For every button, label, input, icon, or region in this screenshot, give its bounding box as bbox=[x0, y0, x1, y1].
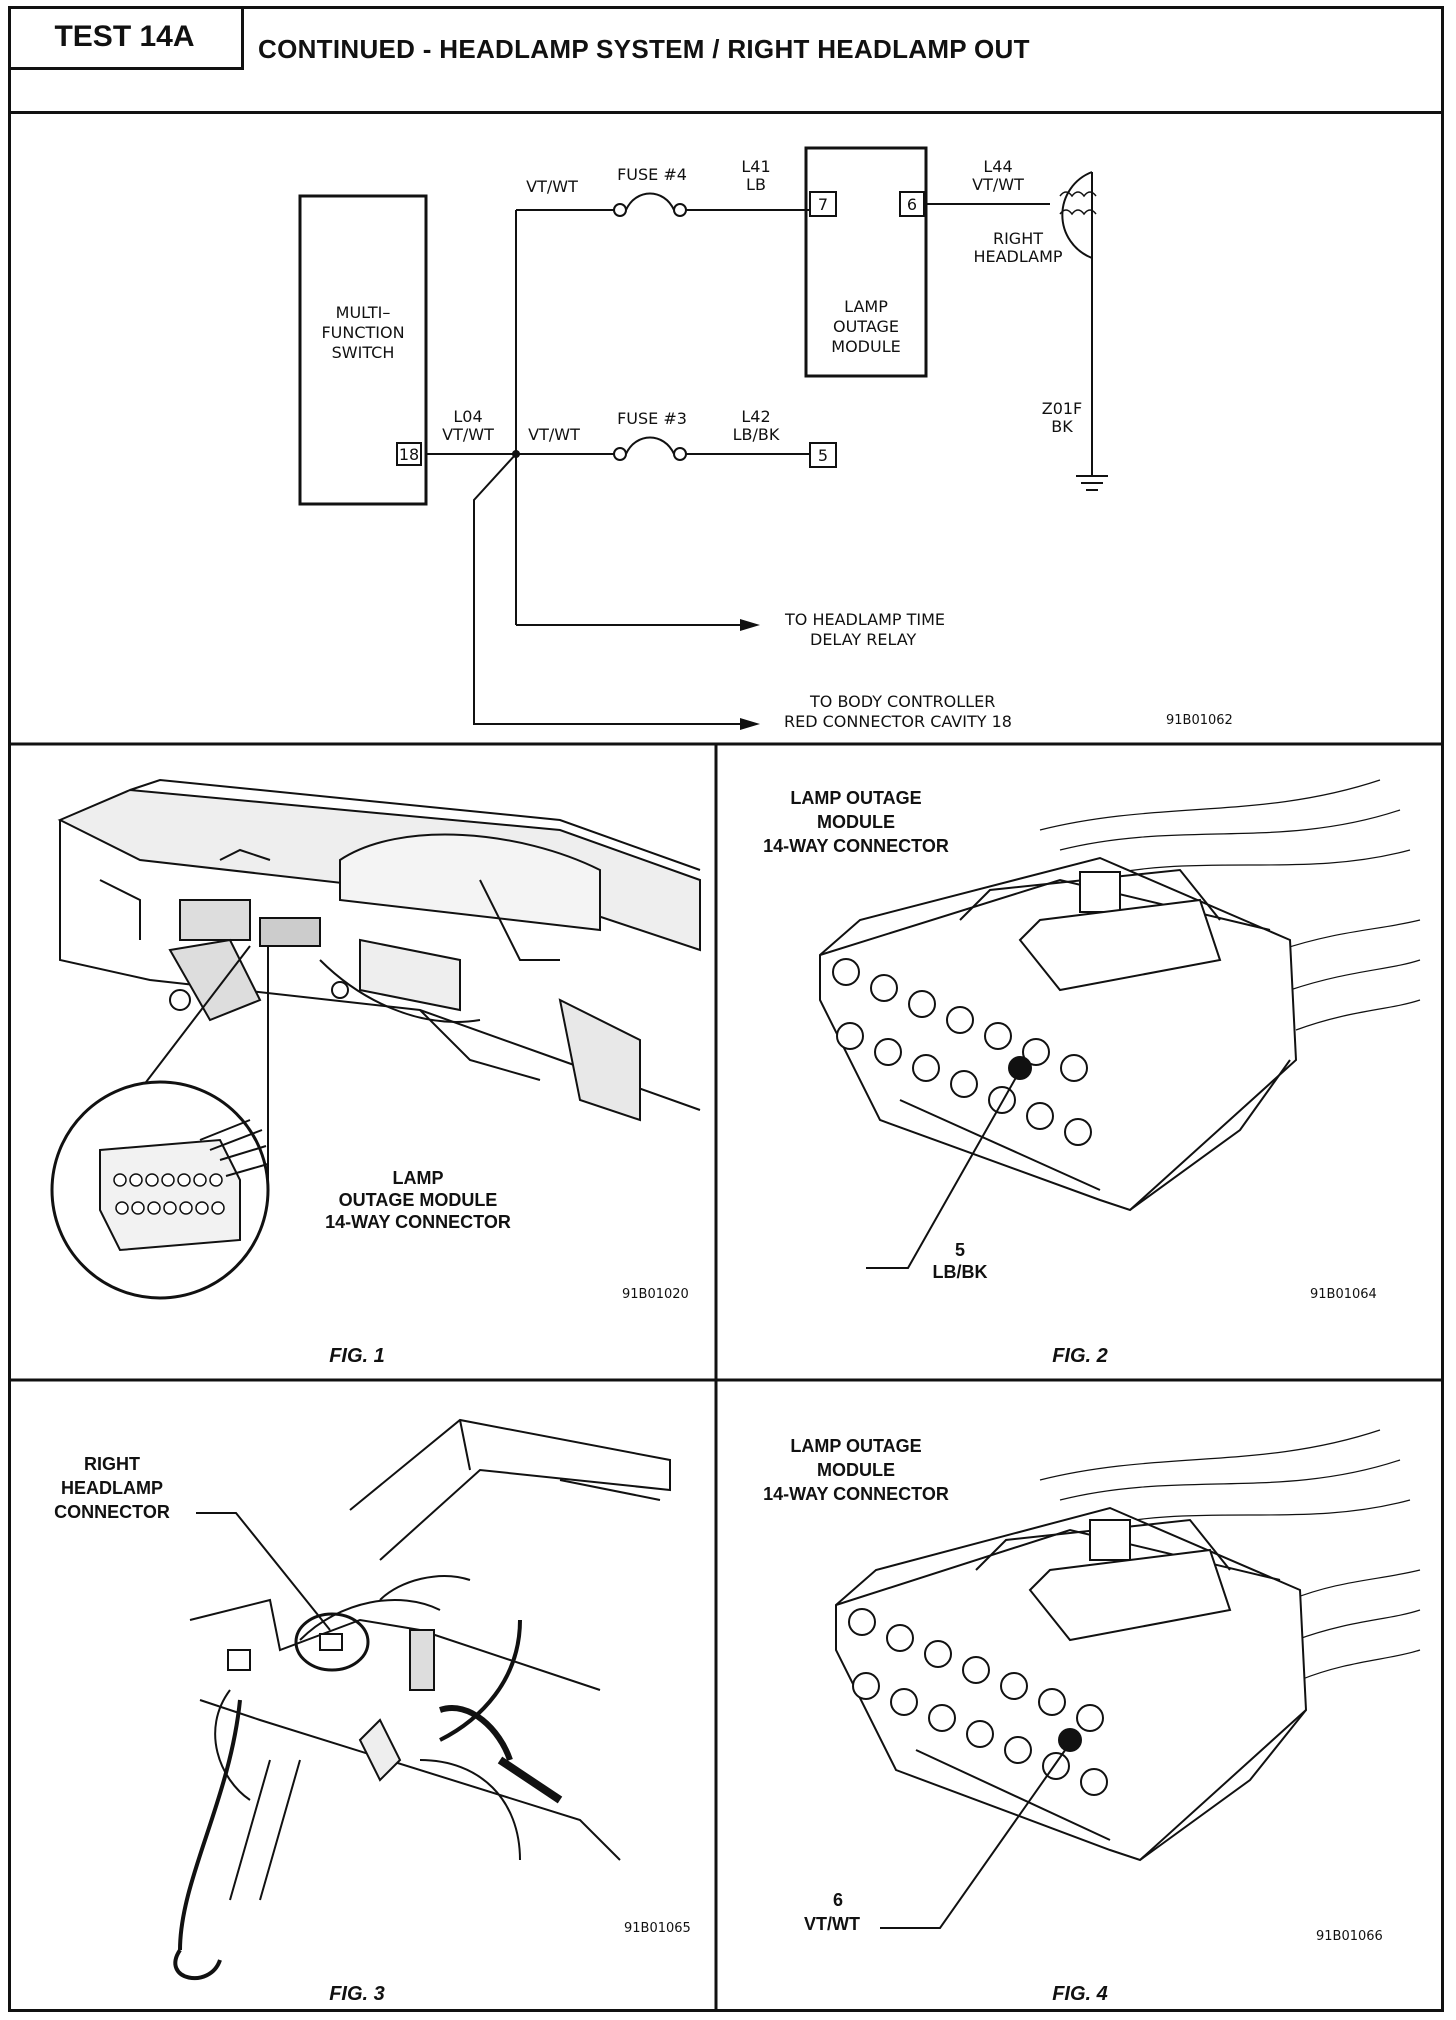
switch-label-line1: MULTI– bbox=[336, 303, 391, 322]
wire-l04-color: VT/WT bbox=[442, 425, 494, 444]
fig2-title-line1: LAMP OUTAGE bbox=[790, 788, 921, 808]
to-body-controller-line1: TO BODY CONTROLLER bbox=[809, 692, 995, 711]
page-title: CONTINUED - HEADLAMP SYSTEM / RIGHT HEAD… bbox=[258, 34, 1030, 64]
fig1-caption: FIG. 1 bbox=[329, 1345, 385, 1367]
fig2-caption: FIG. 2 bbox=[1052, 1345, 1108, 1367]
fig1-callout-line2: OUTAGE MODULE bbox=[339, 1190, 498, 1210]
fig2-connector-illustration bbox=[819, 779, 1421, 1212]
ground-wire-code: Z01F bbox=[1042, 399, 1083, 418]
lamp-outage-module-box bbox=[804, 146, 928, 378]
fig4-connector-illustration bbox=[835, 1429, 1421, 1862]
fig4-pin-color: VT/WT bbox=[804, 1914, 860, 1934]
module-pin-7-box bbox=[809, 191, 837, 217]
headlamp-label-line2: HEADLAMP bbox=[973, 247, 1062, 266]
module-label-line2: OUTAGE bbox=[833, 317, 899, 336]
fig4-title-line1: LAMP OUTAGE bbox=[790, 1436, 921, 1456]
fig2-title-line2: MODULE bbox=[817, 812, 895, 832]
switch-label-line2: FUNCTION bbox=[321, 323, 404, 342]
wire-l44-color: VT/WT bbox=[972, 175, 1024, 194]
fig3-callout-line2: HEADLAMP bbox=[61, 1478, 163, 1498]
module-pin-7: 7 bbox=[818, 195, 828, 214]
fig4-leader-line bbox=[880, 1745, 1069, 1929]
module-label-line3: MODULE bbox=[831, 337, 900, 356]
wire-l44-code: L44 bbox=[983, 157, 1012, 176]
schematic-ref: 91B01062 bbox=[1166, 713, 1233, 728]
wire-mid-color: VT/WT bbox=[528, 425, 580, 444]
arrow-body-controller-icon bbox=[740, 718, 760, 730]
headlamp-label-line1: RIGHT bbox=[993, 229, 1043, 248]
test-label: TEST 14A bbox=[8, 6, 244, 70]
fig3-engine-bay-illustration bbox=[173, 1418, 671, 1980]
fig2-pin-color: LB/BK bbox=[933, 1262, 988, 1282]
fig1-ref: 91B01020 bbox=[622, 1287, 689, 1302]
module-pin-5: 5 bbox=[818, 446, 828, 465]
fig2-connector-cavities bbox=[832, 958, 1092, 1146]
to-body-controller-line2: RED CONNECTOR CAVITY 18 bbox=[784, 712, 1012, 731]
page-frame bbox=[8, 6, 1444, 2012]
fig4-highlighted-pin bbox=[1058, 1728, 1082, 1752]
panel-grid bbox=[8, 742, 1444, 2012]
fig2-highlighted-pin bbox=[1008, 1056, 1032, 1080]
to-time-delay-line2: DELAY RELAY bbox=[810, 630, 916, 649]
fig3-caption: FIG. 3 bbox=[329, 1983, 385, 2005]
fig1-connector-cavities bbox=[113, 1173, 225, 1215]
fuse-4-label: FUSE #4 bbox=[617, 165, 687, 184]
fuse-3-label: FUSE #3 bbox=[617, 409, 687, 428]
switch-pin-box bbox=[396, 442, 422, 466]
wire-top-color: VT/WT bbox=[526, 177, 578, 196]
fig4-caption: FIG. 4 bbox=[1052, 1983, 1108, 2005]
wire-l42-color: LB/BK bbox=[733, 425, 780, 444]
fig2-leader-line bbox=[866, 1073, 1019, 1269]
fig4-ref: 91B01066 bbox=[1316, 1929, 1383, 1944]
arrow-time-delay-icon bbox=[740, 619, 760, 631]
wire-l41-code: L41 bbox=[741, 157, 770, 176]
fig2-ref: 91B01064 bbox=[1310, 1287, 1377, 1302]
fig1-callout-line1: LAMP bbox=[393, 1168, 444, 1188]
switch-label-line3: SWITCH bbox=[332, 343, 395, 362]
fig1-callout-line3: 14-WAY CONNECTOR bbox=[325, 1212, 511, 1232]
fig4-title-line2: MODULE bbox=[817, 1460, 895, 1480]
header-bar bbox=[8, 6, 1444, 114]
switch-pin-number: 18 bbox=[399, 445, 419, 464]
fig3-callout-line3: CONNECTOR bbox=[54, 1502, 170, 1522]
fig2-pin-number: 5 bbox=[955, 1240, 965, 1260]
module-pin-6: 6 bbox=[907, 195, 917, 214]
wire-l42-code: L42 bbox=[741, 407, 770, 426]
fig4-connector-cavities bbox=[848, 1608, 1108, 1796]
fig2-title-line3: 14-WAY CONNECTOR bbox=[763, 836, 949, 856]
to-time-delay-line1: TO HEADLAMP TIME bbox=[784, 610, 945, 629]
fig3-callout-line1: RIGHT bbox=[84, 1454, 140, 1474]
splice-dot bbox=[512, 450, 520, 458]
fig3-ref: 91B01065 bbox=[624, 1921, 691, 1936]
fig4-pin-number: 6 bbox=[833, 1890, 843, 1910]
wire-l41-color: LB bbox=[746, 175, 766, 194]
module-label-line1: LAMP bbox=[844, 297, 888, 316]
fig4-title-line3: 14-WAY CONNECTOR bbox=[763, 1484, 949, 1504]
wiring-schematic bbox=[298, 146, 1108, 725]
wire-l04-code: L04 bbox=[453, 407, 482, 426]
ground-wire-color: BK bbox=[1051, 417, 1073, 436]
multifunction-switch-box bbox=[298, 194, 428, 506]
fig1-dashboard-illustration bbox=[50, 778, 701, 1300]
